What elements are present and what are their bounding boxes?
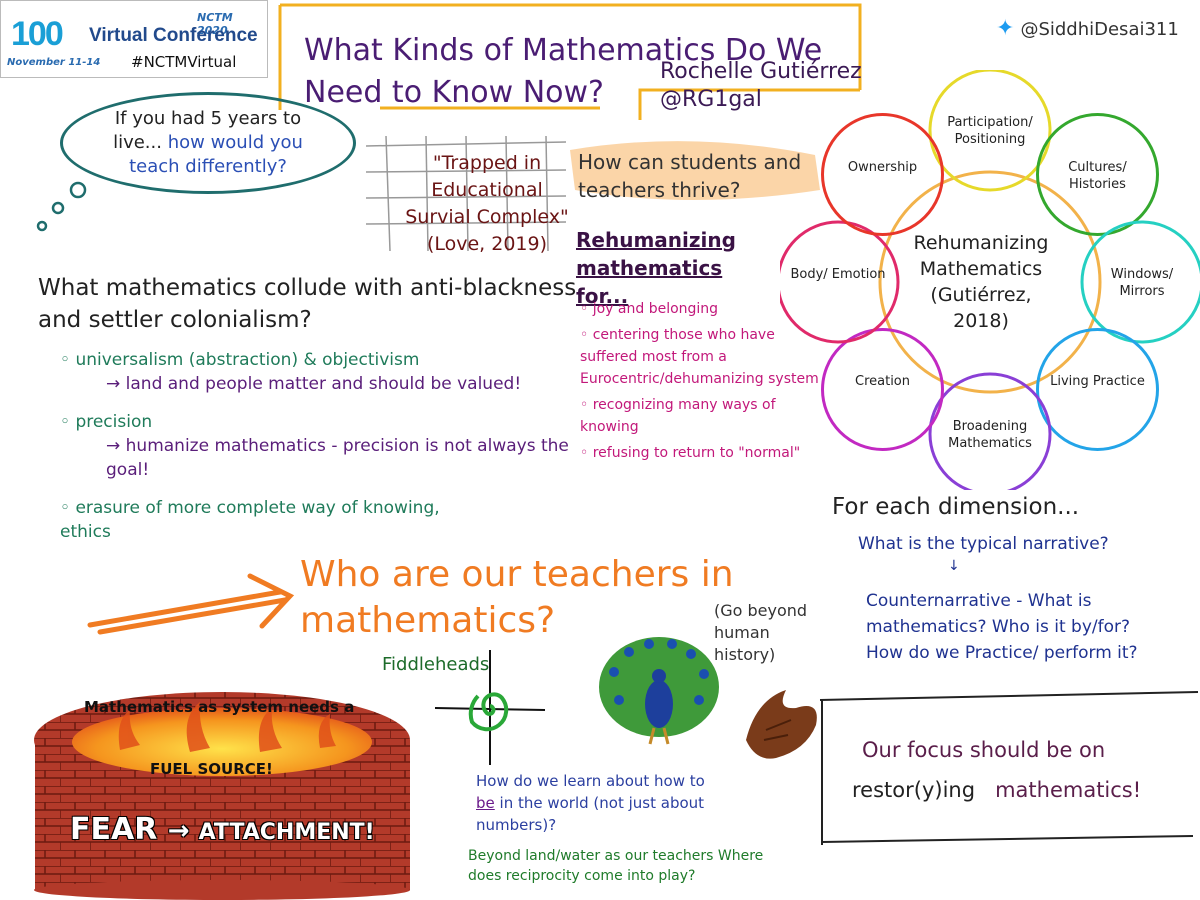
list-subitem: → land and people matter and should be v… — [106, 374, 522, 394]
dimension-label: Body/ Emotion — [790, 267, 886, 282]
dimension-label: Windows/ Mirrors — [1110, 267, 1174, 299]
rehumanizing-heading: Rehumanizing mathematics for... — [576, 228, 736, 308]
center-ring — [878, 170, 1102, 394]
rehumanizing-diagram — [780, 70, 1200, 490]
twitter-bird-icon: ✦ — [996, 16, 1015, 41]
beyond-aside: (Go beyond human history) — [714, 601, 808, 664]
dimension-label: Broadening Mathematics — [948, 419, 1032, 451]
bubble-dots — [36, 181, 87, 232]
nctm-logo: 100 — [11, 15, 64, 53]
badge-hashtag: #NCTMVirtual — [131, 53, 237, 71]
focus-frame — [819, 691, 1199, 845]
dimension-label: Creation — [855, 374, 911, 390]
collude-list: ◦ universalism (abstraction) & objectivi… — [60, 348, 620, 544]
bird-icon — [746, 690, 817, 759]
thrive-question: How can students and teachers thrive? — [578, 150, 802, 202]
speaker-handle: @RG1gal — [660, 87, 762, 112]
focus-math: mathematics! — [995, 778, 1142, 802]
thrive-highlight — [570, 141, 820, 200]
fuel-label: FUEL SOURCE! — [150, 760, 273, 778]
dimension-heading: For each dimension... — [832, 494, 1080, 520]
trapped-text: "Trapped in Educational Survial Complex" — [405, 152, 569, 228]
fire-pit — [34, 692, 410, 900]
dimension-circle — [1036, 328, 1159, 451]
focus-restor: restor(y)ing — [852, 778, 976, 802]
dimension-circle — [780, 220, 900, 344]
be-word: be — [476, 794, 495, 812]
badge-nctm: NCTM 2020 — [197, 11, 233, 37]
pit-top-label: Mathematics as system needs a — [84, 698, 355, 716]
bubble-question: how would you teach differently? — [129, 132, 303, 177]
dimension-circle — [928, 70, 1052, 192]
fear-label: FEAR — [70, 812, 158, 847]
world-question: How do we learn about how to be in the w… — [476, 772, 705, 834]
dimension-label: Living Practice — [1050, 374, 1145, 390]
speaker-name: Rochelle Gutiérrez — [660, 59, 862, 84]
rehumanizing-list: ◦ joy and belonging ◦ centering those wh… — [580, 298, 830, 468]
twitter-handle: @SiddhiDesai311 — [1020, 19, 1179, 40]
page-title: What Kinds of Mathematics Do We Need to … — [304, 33, 823, 110]
speaker: Rochelle Gutiérrez @RG1gal — [660, 58, 862, 114]
dimension-circle — [821, 113, 944, 236]
list-item: ◦ refusing to return to "normal" — [580, 445, 801, 461]
dimension-circle — [1080, 220, 1200, 344]
list-item: ◦ recognizing many ways of knowing — [580, 397, 776, 435]
collude-question: What mathematics collude with anti-black… — [38, 275, 577, 333]
fiddlehead-icon — [434, 650, 546, 765]
trapped-citation: (Love, 2019) — [426, 233, 548, 255]
teachers-question: Who are our teachers in mathematics? — [300, 554, 734, 641]
attachment-label: ATTACHMENT! — [198, 820, 375, 845]
bubble-text: If you had 5 years to live... how would … — [98, 107, 318, 179]
badge-conference: Virtual Conference — [89, 25, 258, 46]
grid-cage — [366, 136, 567, 252]
reciprocity-question: Beyond land/water as our teachers Where … — [468, 848, 764, 884]
down-arrow-icon: ↓ — [948, 558, 960, 574]
dimension-label: Cultures/ Histories — [1068, 159, 1127, 192]
list-item: ◦ universalism (abstraction) & objectivi… — [60, 350, 420, 370]
dimension-circle — [821, 328, 944, 451]
bubble-lead: If you had 5 years to live... — [113, 108, 302, 153]
dimension-label: Ownership — [847, 159, 918, 175]
dimension-circle — [1036, 113, 1159, 236]
focus-line1: Our focus should be on — [862, 738, 1106, 762]
list-subitem: → humanize mathematics - precision is no… — [106, 436, 569, 480]
peacock-icon — [599, 637, 719, 745]
dimension-label: Participation/ Positioning — [947, 115, 1033, 147]
diagram-center-label: Rehumanizing Mathematics (Gutiérrez, 201… — [913, 232, 1049, 332]
dimension-circle — [928, 372, 1052, 490]
focus-statement: Our focus should be on restor(y)ing math… — [852, 730, 1152, 810]
dimension-question: What is the typical narrative? — [858, 534, 1109, 554]
fear-attachment: FEAR → ATTACHMENT! — [70, 812, 375, 847]
arrow-icon — [87, 573, 295, 635]
list-item: ◦ erasure of more complete way of knowin… — [60, 498, 440, 542]
thought-bubble: If you had 5 years to live... how would … — [60, 92, 356, 194]
counternarrative: Counternarrative - What is mathematics? … — [866, 591, 1138, 663]
list-item: ◦ centering those who have suffered most… — [580, 327, 819, 387]
twitter-credit: ✦@SiddhiDesai311 — [996, 16, 1179, 41]
list-item: ◦ precision — [60, 412, 153, 432]
trapped-quote: "Trapped in Educational Survial Complex"… — [402, 150, 572, 258]
list-item: ◦ joy and belonging — [580, 301, 719, 317]
badge-dates: November 11-14 — [7, 57, 101, 68]
fiddleheads-label: Fiddleheads — [382, 654, 490, 675]
conference-badge: 100 NCTM 2020 Virtual Conference Novembe… — [0, 0, 268, 78]
title-frame — [278, 3, 862, 120]
